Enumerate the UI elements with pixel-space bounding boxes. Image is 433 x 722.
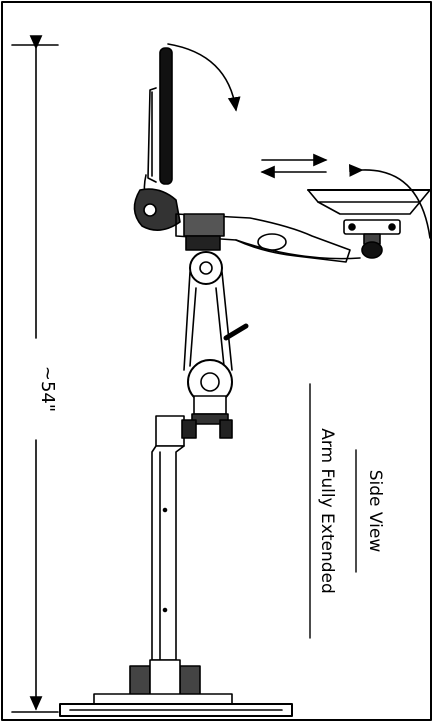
keyboard-tray bbox=[307, 189, 431, 259]
height-dimension-label: ~54" bbox=[37, 366, 58, 412]
tilt-hinge bbox=[133, 188, 181, 231]
slide-arrows bbox=[260, 153, 328, 179]
tilt-arrow bbox=[167, 43, 241, 112]
height-arm bbox=[183, 251, 249, 439]
stand-base bbox=[59, 659, 293, 717]
keyboard-arm bbox=[175, 213, 361, 263]
upper-joint-block bbox=[183, 213, 225, 251]
tray-tilt-arrow bbox=[348, 164, 431, 239]
caption-line-1: Side View bbox=[365, 470, 385, 553]
height-dimension bbox=[11, 35, 59, 713]
stand-pole bbox=[151, 415, 197, 661]
caption: Side View Arm Fully Extended bbox=[309, 383, 385, 639]
caption-line-2: Arm Fully Extended bbox=[317, 428, 337, 594]
